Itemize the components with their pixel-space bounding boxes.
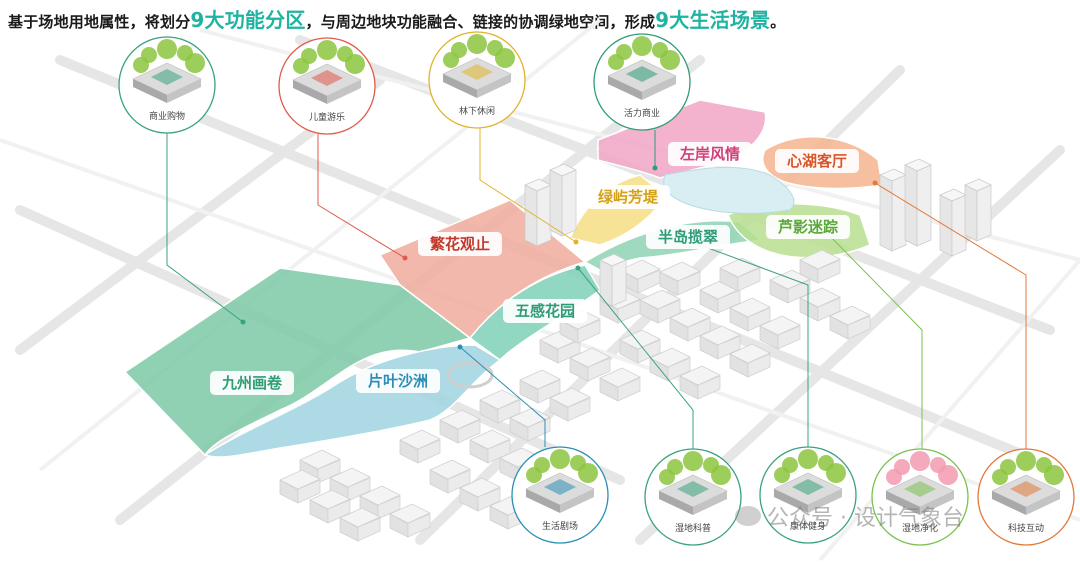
zone-label-wugan: 五感花园	[503, 299, 587, 323]
leader-dot-4	[652, 165, 658, 171]
scene-huoli: 活力商业	[593, 33, 691, 131]
headline-part2: ，与周边地块功能融合、链接的协调绿地空间，形成	[305, 13, 656, 31]
svg-text:半岛揽翠: 半岛揽翠	[658, 228, 718, 246]
scene-linxia: 林下休闲	[428, 31, 526, 129]
watermark-text: 公众号 · 设计气象台	[767, 506, 964, 531]
zone-label-lvyu: 绿屿芳堤	[586, 185, 670, 209]
scene-caption-shidi_jinghua: 湿地净化	[902, 522, 938, 534]
scene-caption-linxia: 林下休闲	[459, 105, 495, 117]
headline-part3: 。	[770, 13, 786, 31]
scene-keji: 科技互动	[977, 448, 1075, 546]
scene-shangye: 商业购物	[118, 36, 216, 134]
leader-dot-2	[402, 255, 408, 261]
zone-shape-jiuzhou	[123, 267, 472, 457]
zone-label-pianye: 片叶沙洲	[356, 369, 440, 393]
leader-line-2	[317, 134, 406, 259]
wechat-icon	[735, 506, 761, 526]
scene-caption-keji: 科技互动	[1008, 522, 1044, 534]
headline-part1: 基于场地用地属性，将划分	[8, 13, 191, 31]
leader-lines	[166, 128, 1027, 449]
headline: 基于场地用地属性，将划分9大功能分区，与周边地块功能融合、链接的协调绿地空间，形…	[8, 4, 785, 33]
svg-text:片叶沙洲: 片叶沙洲	[368, 372, 428, 390]
scene-shenghuo: 生活剧场	[511, 446, 609, 544]
leader-line-7	[699, 244, 809, 447]
scene-caption-shidi_kepu: 湿地科普	[675, 522, 711, 534]
scene-shidi_kepu: 湿地科普	[644, 448, 742, 546]
scene-caption-ertong: 儿童游乐	[309, 111, 345, 123]
zone-label-jiuzhou: 九州画卷	[210, 371, 294, 395]
scene-caption-shenghuo: 生活剧场	[542, 520, 578, 532]
leader-dot-9	[872, 180, 878, 186]
zone-label-zuoan: 左岸风情	[668, 142, 752, 166]
leader-line-9	[874, 182, 1027, 449]
scene-ertong: 儿童游乐	[278, 37, 376, 135]
lake	[663, 166, 795, 214]
zone-label-xinhu: 心湖客厅	[775, 149, 859, 173]
zone-label-bandao: 半岛揽翠	[646, 225, 730, 249]
scene-kangti: 康体健身	[759, 446, 857, 544]
svg-text:绿屿芳堤: 绿屿芳堤	[598, 188, 659, 206]
svg-text:左岸风情: 左岸风情	[679, 145, 740, 163]
scene-caption-huoli: 活力商业	[624, 107, 660, 119]
leader-line-1	[166, 133, 244, 323]
zone-label-fanhua: 繁花观止	[418, 232, 502, 256]
leader-dot-1	[240, 319, 246, 325]
svg-text:五感花园: 五感花园	[515, 302, 575, 320]
leader-line-3	[479, 128, 577, 243]
leader-dot-3	[573, 239, 579, 245]
svg-text:繁花观止: 繁花观止	[429, 235, 490, 253]
leader-dot-5	[457, 344, 463, 350]
headline-highlight-zones: 9大功能分区	[190, 8, 306, 32]
leader-line-8	[825, 231, 923, 449]
scene-shidi_jinghua: 湿地净化	[871, 448, 969, 546]
svg-text:芦影迷踪: 芦影迷踪	[778, 218, 838, 236]
scene-caption-kangti: 康体健身	[790, 520, 826, 532]
svg-text:九州画卷: 九州画卷	[221, 374, 283, 392]
scene-caption-shangye: 商业购物	[149, 110, 185, 122]
watermark: 公众号 · 设计气象台	[735, 500, 964, 532]
zone-label-luying: 芦影迷踪	[766, 215, 850, 239]
headline-highlight-scenes: 9大生活场景	[655, 8, 771, 32]
leader-line-5	[459, 346, 546, 447]
svg-text:心湖客厅: 心湖客厅	[787, 152, 847, 170]
leader-dot-6	[575, 265, 581, 271]
leader-line-6	[577, 267, 694, 449]
